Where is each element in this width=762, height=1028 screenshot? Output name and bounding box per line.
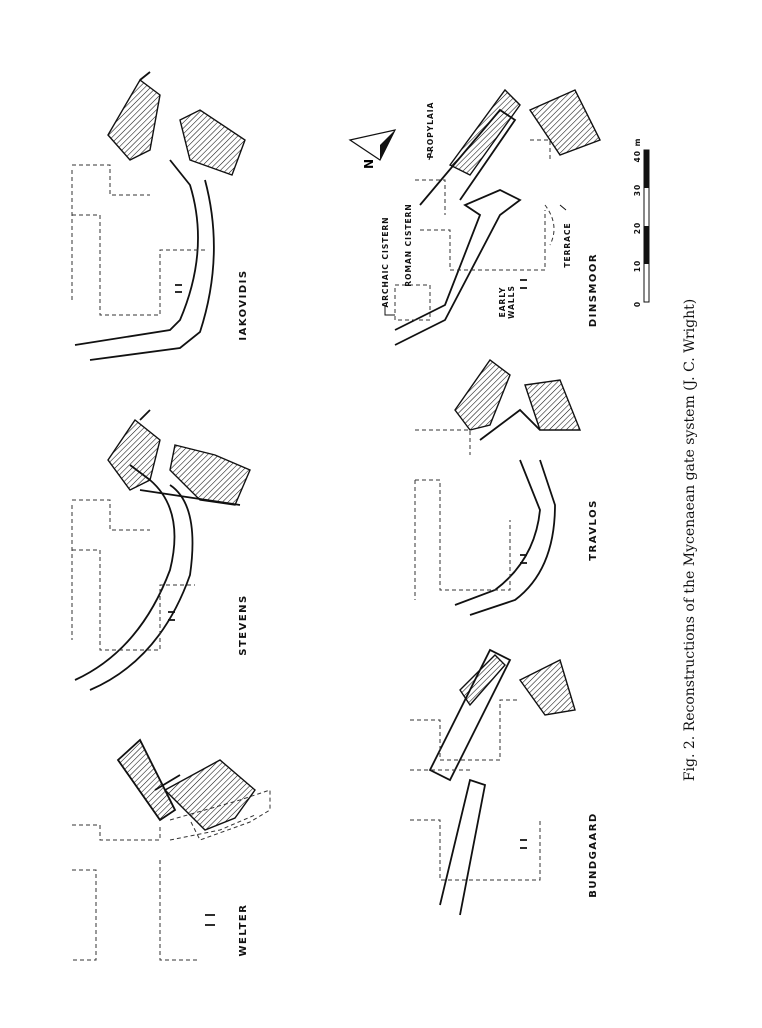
annotation-archaic-cistern: ARCHAIC CISTERN <box>381 216 390 307</box>
plan-iakovidis: IAKOVIDIS <box>71 71 249 361</box>
panel-label-bundgaard: BUNDGAARD <box>588 812 599 898</box>
panel-label-iakovidis: IAKOVIDIS <box>238 269 249 340</box>
panel-label-stevens: STEVENS <box>238 594 249 656</box>
scale-tick-10: 10 <box>633 260 642 272</box>
plan-welter: WELTER <box>72 738 271 961</box>
scale-bar: 0 10 20 30 40 m <box>633 138 650 307</box>
scale-tick-20: 20 <box>633 222 642 234</box>
annotation-early-walls-line2: WALLS <box>507 285 516 319</box>
panel-label-travlos: TRAVLOS <box>588 499 599 561</box>
north-arrow-icon: N <box>348 129 397 169</box>
panel-label-dinsmoor: DINSMOOR <box>588 253 599 327</box>
plan-bundgaard: BUNDGAARD <box>410 648 599 916</box>
scale-tick-40: 40 m <box>633 138 642 163</box>
north-arrow-label: N <box>362 159 376 169</box>
annotation-roman-cistern: ROMAN CISTERN <box>404 203 413 286</box>
plan-dinsmoor: DINSMOOR PROPYLAIA ARCHAIC CISTERN ROMAN… <box>348 88 601 346</box>
panel-label-welter: WELTER <box>238 904 249 957</box>
plan-stevens: STEVENS <box>71 409 251 691</box>
plan-travlos: TRAVLOS <box>414 359 599 616</box>
annotation-terrace: TERRACE <box>563 222 572 267</box>
figure-caption: Fig. 2. Reconstructions of the Mycenaean… <box>682 299 698 781</box>
scale-tick-0: 0 <box>633 301 642 307</box>
annotation-early-walls-line1: EARLY <box>498 287 507 318</box>
annotation-propylaia: PROPYLAIA <box>426 102 435 159</box>
scale-tick-30: 30 <box>633 184 642 196</box>
